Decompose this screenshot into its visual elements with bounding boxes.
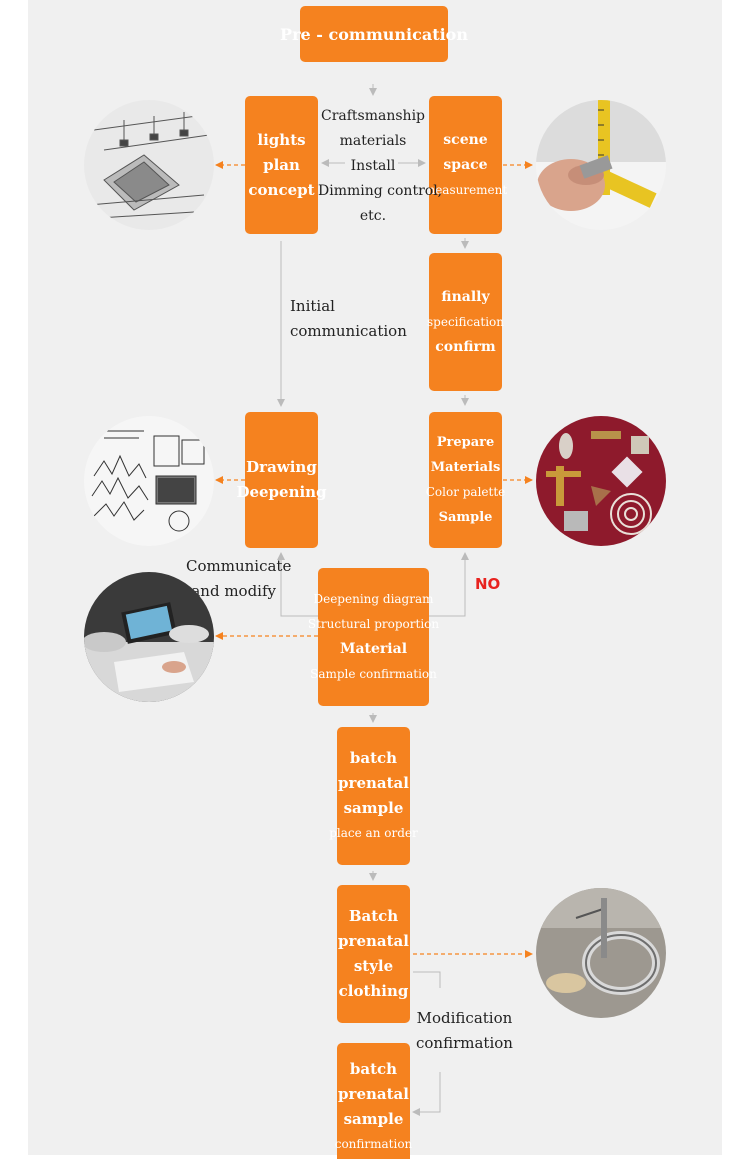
box-text: Deepening diagram (313, 592, 434, 606)
box-text: scene (443, 131, 488, 148)
label-text: and modify (191, 582, 276, 600)
box-batch-prenatal-sample-confirmation: batch prenatal sample confirmation (334, 1043, 413, 1159)
box-drawing-deepening: Drawing Deepening (236, 412, 327, 548)
box-text: Material (339, 641, 408, 657)
box-text: space (443, 156, 488, 173)
label-text: communication (290, 322, 407, 340)
box-finally-specification-confirm: finally specification confirm (427, 253, 504, 391)
box-text: Color palette (425, 485, 506, 499)
label-initial-communication: Initial communication (290, 294, 407, 344)
tape-measure-photo (536, 100, 666, 230)
arrow-modification-bottom (412, 1072, 441, 1116)
label-modification-confirmation: Modification confirmation (416, 1006, 513, 1056)
line-modification-top (413, 971, 441, 988)
box-scene-space-measurement: scene space measurement (424, 96, 507, 234)
box-text: Batch (348, 907, 399, 925)
box-text: batch (349, 1060, 398, 1078)
lighting-sketch-photo (84, 100, 214, 230)
box-text: finally (441, 288, 490, 305)
box-text: Materials (430, 460, 501, 475)
box-prepare-materials: Prepare Materials Color palette Sample (426, 412, 505, 548)
label-communicate-modify: Communicate and modify (186, 554, 292, 604)
label-text: Modification (416, 1009, 513, 1027)
label-text: Dimming control, (318, 183, 443, 199)
box-text: confirmation (334, 1137, 413, 1151)
label-text: Initial (290, 297, 335, 315)
box-text: Sample (438, 510, 493, 525)
box-text: Drawing (246, 458, 317, 476)
box-deepening-diagram: Deepening diagram Structural proportion … (308, 568, 439, 706)
box-text: place an order (329, 826, 418, 840)
box-text: clothing (338, 982, 409, 1000)
box-text: prenatal (338, 932, 409, 950)
box-text: Prepare (436, 435, 495, 450)
box-text: style (353, 957, 394, 975)
material-samples-photo (536, 416, 666, 546)
metal-rings-photo (536, 888, 666, 1018)
box-text: sample (343, 799, 404, 817)
label-text: confirmation (416, 1034, 513, 1052)
arrow-to-drawing (277, 552, 318, 617)
box-batch-prenatal-style-clothing: Batch prenatal style clothing (337, 885, 410, 1023)
box-batch-prenatal-sample-order: batch prenatal sample place an order (329, 727, 418, 865)
label-no: NO (475, 575, 501, 593)
box-text: prenatal (338, 774, 409, 792)
box-text: Deepening (236, 483, 327, 501)
box-text: sample (343, 1110, 404, 1128)
label-text: Install (350, 158, 396, 174)
box-text: confirm (435, 338, 496, 355)
box-text: specification (427, 314, 504, 329)
box-text: Sample confirmation (310, 667, 437, 681)
box-text: prenatal (338, 1085, 409, 1103)
box-text: concept (248, 180, 315, 199)
label-text: etc. (359, 208, 387, 224)
box-pre-communication-label: Pre - communication (280, 24, 468, 44)
label-craftsmanship: Craftsmanship materials Install Dimming … (318, 104, 443, 229)
label-text: Communicate (186, 557, 292, 575)
arrow-to-prepare (429, 552, 469, 617)
box-text: measurement (423, 182, 508, 197)
box-text: batch (349, 749, 398, 767)
meeting-tablet-photo (84, 572, 214, 702)
box-text: Structural proportion (307, 617, 440, 631)
label-text: Craftsmanship (320, 108, 426, 124)
box-text: lights (257, 130, 306, 149)
box-pre-communication: Pre - communication (280, 6, 468, 62)
box-text: plan (263, 155, 300, 174)
technical-drawings-photo (84, 416, 214, 546)
box-lights-plan-concept: lights plan concept (245, 96, 318, 234)
label-text: materials (339, 133, 407, 149)
